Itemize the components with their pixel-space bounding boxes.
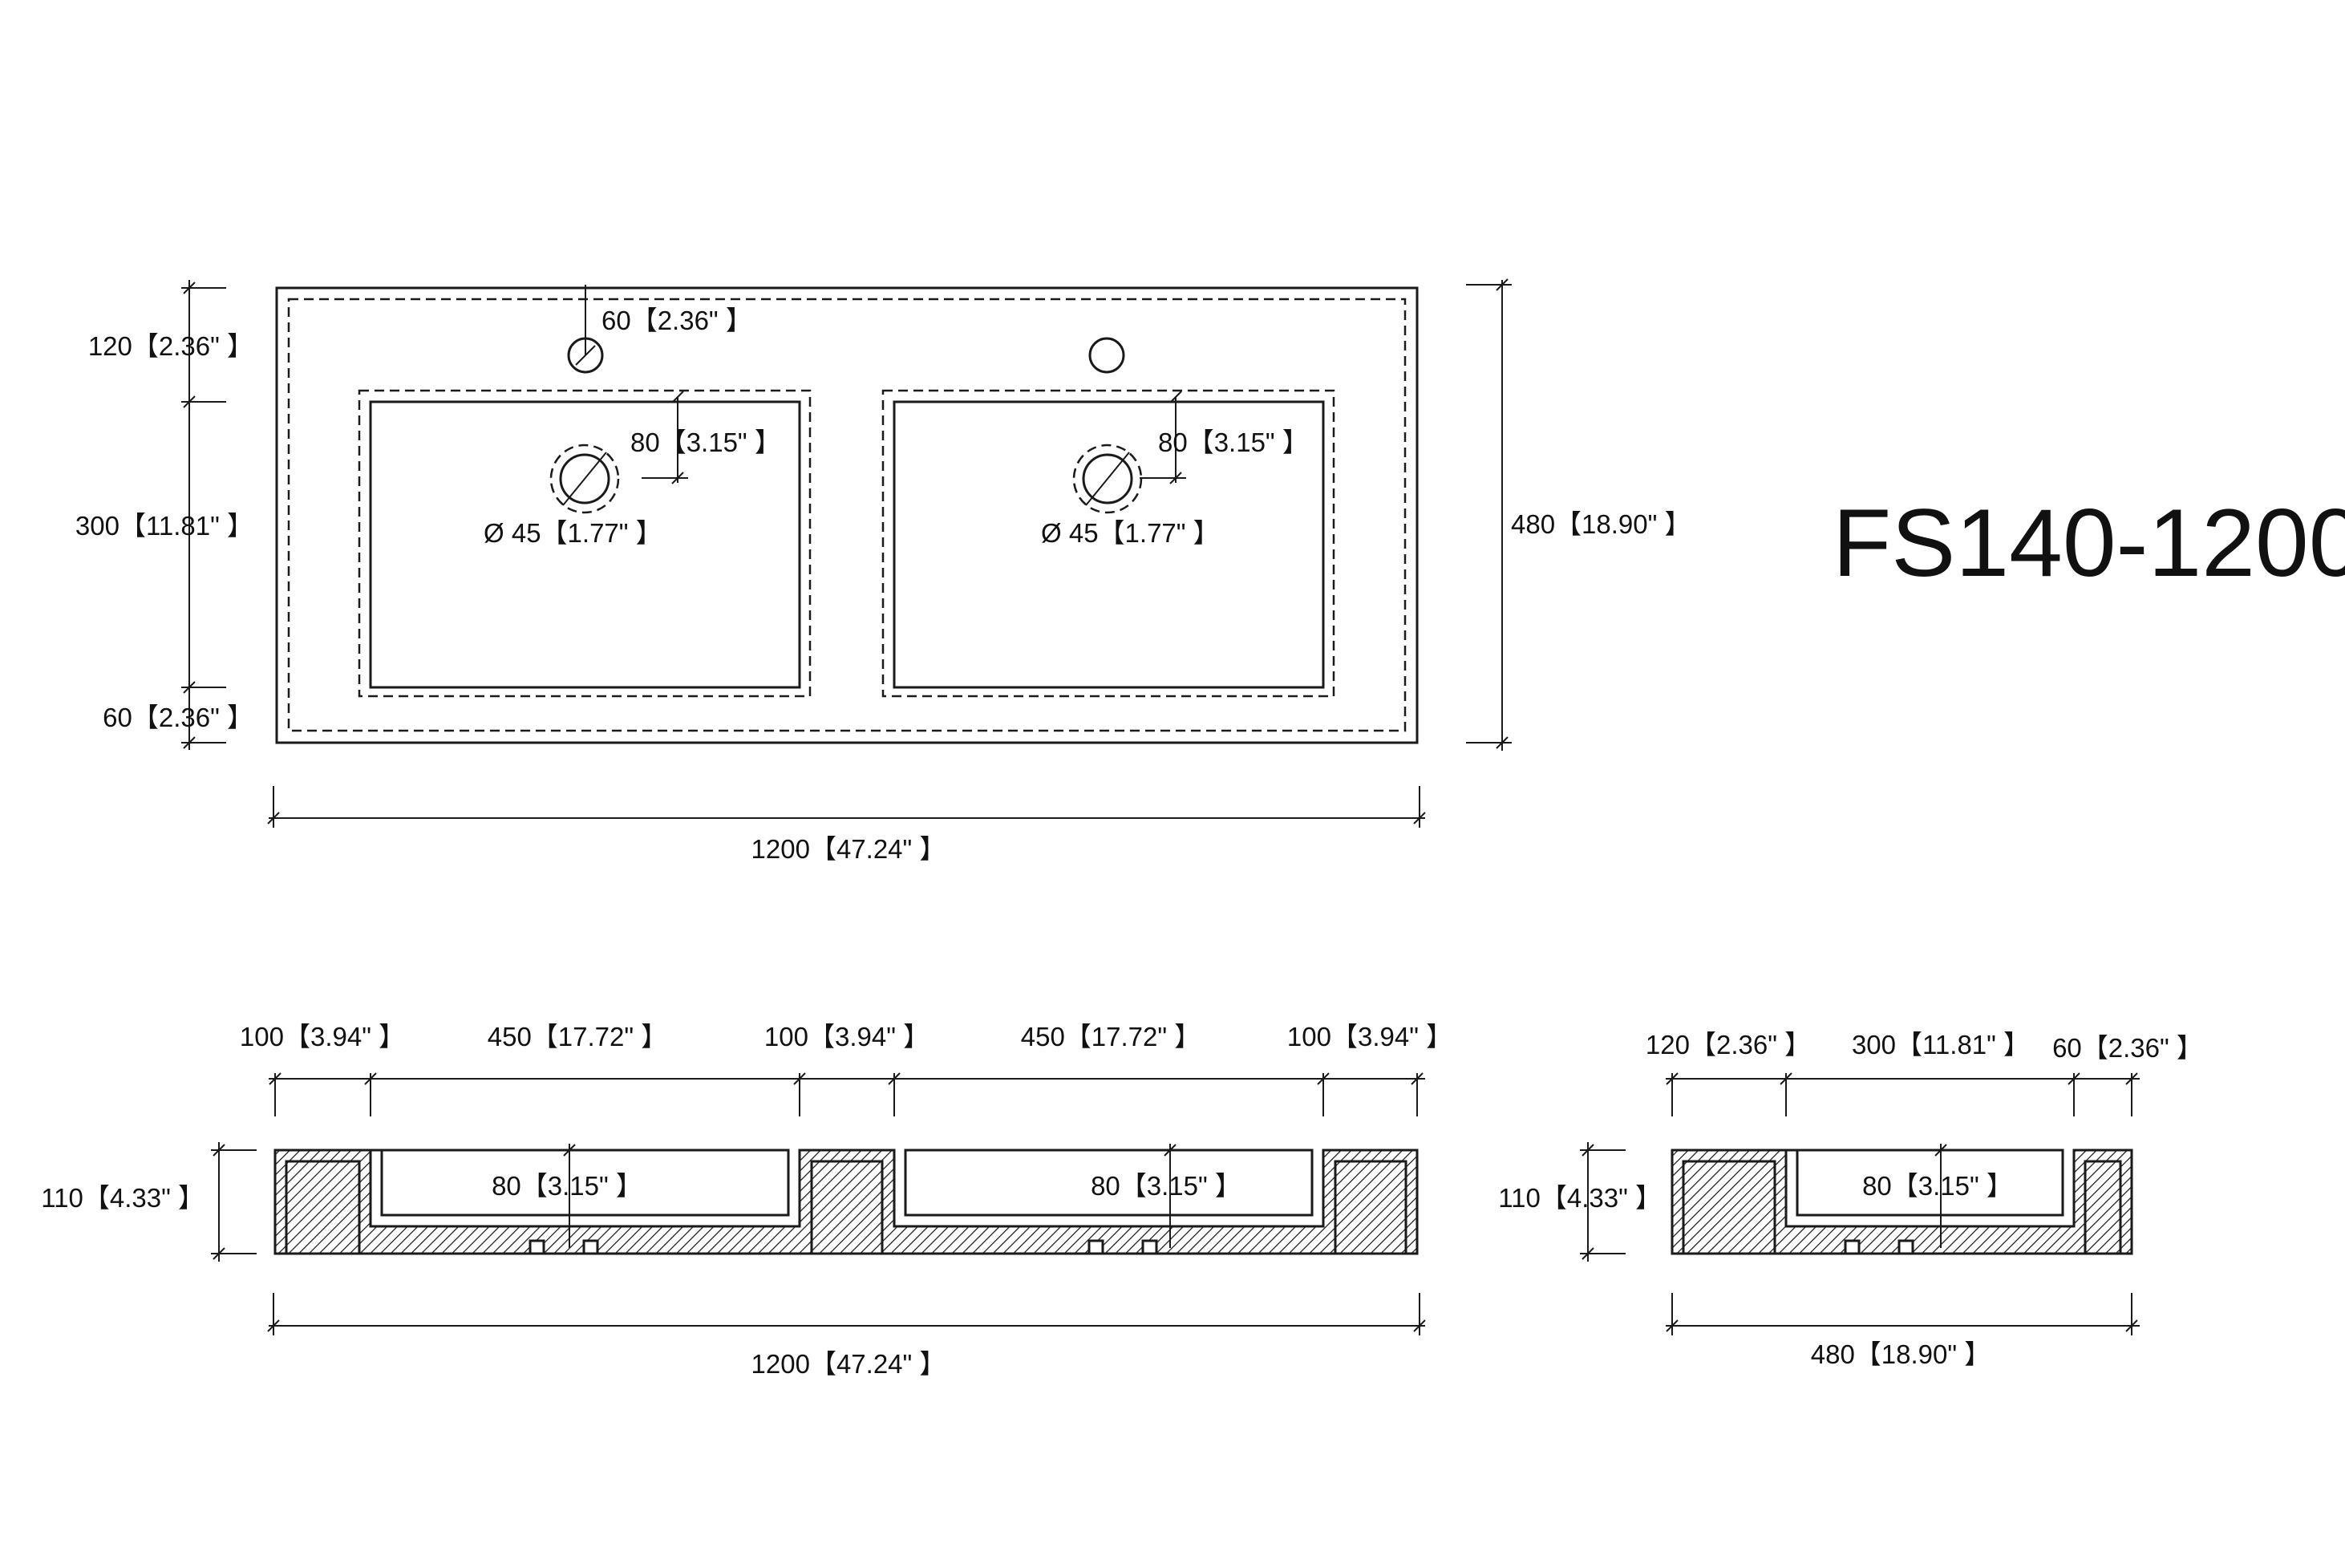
countertop-outline	[275, 286, 1419, 744]
dim-front-right-drain: 80【3.15" 】	[1091, 1171, 1241, 1201]
side-section-profile	[1671, 1149, 2133, 1255]
dim-top-left-60: 60【2.36" 】	[103, 703, 253, 732]
top-view: 120【2.36" 】 300【11.81" 】 60【2.36" 】 480【…	[75, 278, 1691, 864]
front-section: 100【3.94" 】 450【17.72" 】 100【3.94" 】 450…	[41, 1022, 1452, 1379]
right-basin-dashed	[881, 389, 1335, 698]
left-basin-outline	[369, 400, 801, 689]
dim-left-drain-diameter: Ø 45【1.77" 】	[484, 518, 662, 548]
dim-side-total-depth: 480【18.90" 】	[1811, 1339, 1991, 1369]
dim-front-seg-2: 450【17.72" 】	[488, 1022, 668, 1051]
dim-front-height: 110【4.33" 】	[41, 1183, 205, 1213]
dim-front-seg-4: 450【17.72" 】	[1021, 1022, 1201, 1051]
right-basin-outline	[893, 400, 1325, 689]
dim-front-total-width: 1200【47.24" 】	[751, 1349, 946, 1379]
left-drain-inner	[559, 453, 610, 504]
right-drain-inner	[1082, 453, 1133, 504]
dim-top-right-480: 480【18.90" 】	[1511, 509, 1691, 539]
right-tap-hole	[1088, 337, 1125, 374]
dim-tap-hole: 60【2.36" 】	[601, 306, 752, 335]
dim-front-left-drain: 80【3.15" 】	[492, 1171, 642, 1201]
dim-top-left-120: 120【2.36" 】	[88, 331, 253, 361]
dim-side-height: 110【4.33" 】	[1498, 1183, 1662, 1213]
dim-right-drain-diameter: Ø 45【1.77" 】	[1041, 518, 1220, 548]
model-name: FS140-1200	[1833, 489, 2345, 597]
dim-side-drain: 80【3.15" 】	[1862, 1171, 2013, 1201]
side-section: 120【2.36" 】 300【11.81" 】 60【2.36" 】 110【…	[1498, 1030, 2203, 1369]
countertop-inner-dashed	[287, 298, 1407, 732]
front-section-profile	[273, 1149, 1419, 1255]
dim-side-seg-3: 60【2.36" 】	[2052, 1033, 2203, 1063]
left-basin-dashed	[358, 389, 812, 698]
left-drain-outer	[549, 444, 620, 514]
dim-left-drain-offset: 80【3.15" 】	[630, 427, 781, 457]
dim-side-seg-1: 120【2.36" 】	[1646, 1030, 1811, 1060]
dim-front-seg-1: 100【3.94" 】	[240, 1022, 405, 1051]
dim-right-drain-offset: 80【3.15" 】	[1158, 427, 1309, 457]
dim-side-seg-2: 300【11.81" 】	[1852, 1030, 2030, 1060]
dim-top-bottom-1200: 1200【47.24" 】	[751, 834, 946, 864]
dim-front-seg-5: 100【3.94" 】	[1287, 1022, 1452, 1051]
dim-front-seg-3: 100【3.94" 】	[764, 1022, 929, 1051]
dim-top-left-300: 300【11.81" 】	[75, 511, 253, 541]
